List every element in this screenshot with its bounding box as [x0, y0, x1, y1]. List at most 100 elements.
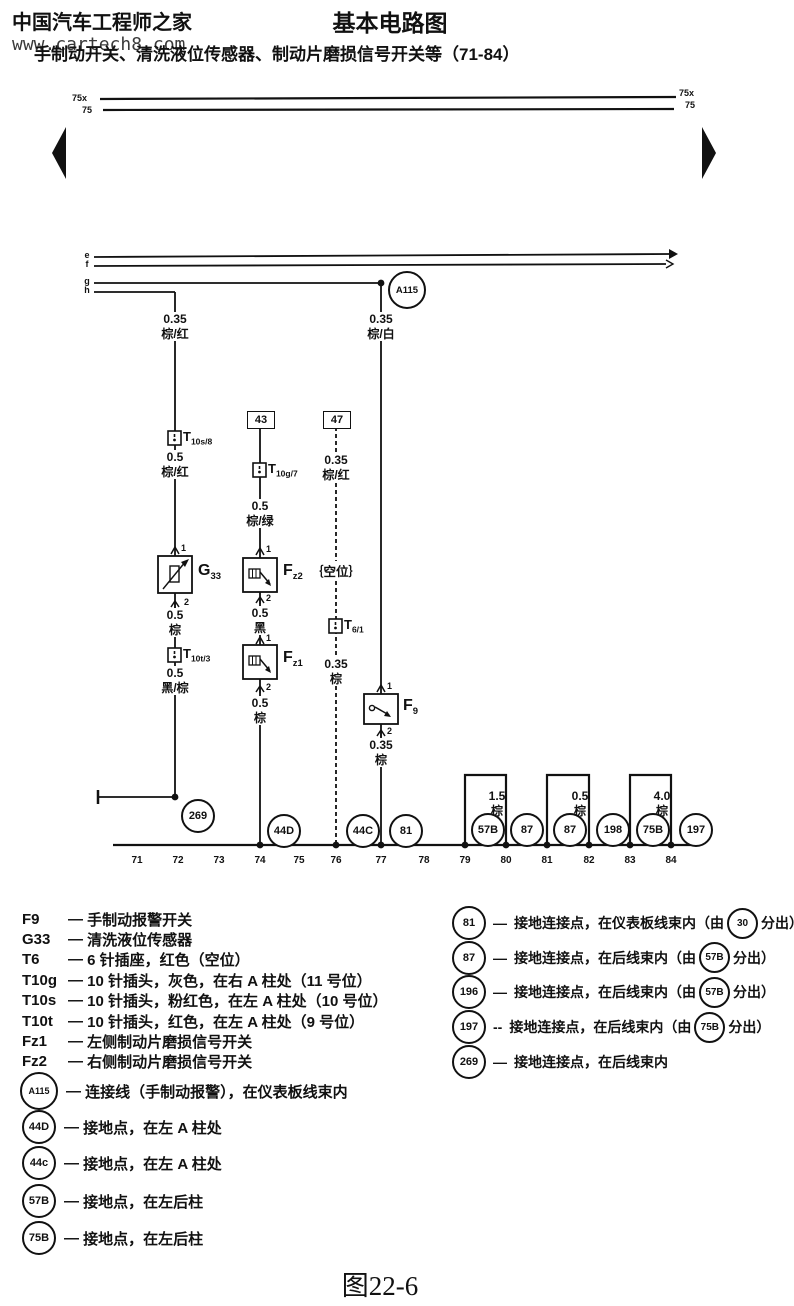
legend-text: 右侧制动片磨损信号开关: [87, 1054, 253, 1072]
legend-text: 手制动报警开关: [87, 911, 193, 929]
wire-size: 0.35: [163, 312, 187, 326]
g33-label: G33: [198, 562, 221, 582]
legend-key: Fz2: [22, 1053, 48, 1071]
legend-item-t10t: T10t— 10 针插头，红色，在左 A 柱处（9 号位）: [22, 1011, 388, 1031]
designator-sub: 10t/3: [190, 653, 211, 664]
legend-key: Fz1: [22, 1033, 48, 1051]
ground-node-87b: 87: [553, 813, 587, 847]
legend-circle: 44c: [22, 1146, 56, 1180]
terminal-76: 76: [330, 855, 342, 866]
designator-sub: z2: [292, 571, 303, 583]
designator-sub: 6/1: [351, 624, 364, 635]
legend-item-87: 87 — 接地连接点，在后线束内（由 57B 分出）: [452, 940, 794, 976]
wire-label-col1-top: 0.35 棕/红: [143, 312, 207, 341]
connector-t61-label: T6/1: [344, 617, 364, 635]
designator-sub: 33: [210, 571, 222, 583]
legend-dash: —: [493, 1053, 507, 1070]
legend-dash: —: [493, 949, 507, 966]
ground-bridge-1: [463, 773, 508, 845]
legend-key: G33: [22, 931, 51, 949]
wire-label-col1-low: 0.5 棕: [143, 608, 207, 637]
wire-size: 0.35: [324, 657, 348, 671]
legend-key: T10s: [22, 992, 57, 1010]
f9-pin2: 2: [387, 726, 393, 736]
legend-ref-circle: 30: [727, 907, 758, 939]
junction-dots: [171, 279, 675, 849]
wire-size: 0.5: [166, 666, 184, 680]
legend-key: F9: [22, 910, 40, 928]
legend-ref-circle: 57B: [699, 942, 730, 974]
f9-label: F9: [403, 697, 418, 717]
wire-label-bridge1: 1.5 棕: [475, 789, 519, 818]
terminal-83: 83: [624, 855, 636, 866]
rail-label-75x-left: 75x: [72, 93, 88, 103]
legend-circle: 44D: [22, 1110, 56, 1144]
connector-t10s8-symbol: [167, 430, 182, 446]
pin-glyphs: [170, 545, 386, 737]
rail-75x-line: [99, 95, 677, 101]
legend-key: T6: [22, 951, 40, 969]
legend-item-t10g: T10g— 10 针插头，灰色，在右 A 柱处（11 号位）: [22, 970, 388, 990]
legend-left: F9— 手制动报警开关 G33— 清洗液位传感器 T6— 6 针插座，红色（空位…: [22, 909, 388, 1072]
legend-text: 接地点，在左 A 柱处: [83, 1119, 222, 1137]
designator-letter: F: [283, 649, 293, 666]
bus-line-f: [93, 263, 667, 267]
terminal-81: 81: [541, 855, 553, 866]
legend-dash: —: [64, 1229, 79, 1247]
designator-sub: 10g/7: [275, 468, 298, 479]
bus-letter-g: g: [84, 276, 90, 286]
bus-letter-f: f: [85, 259, 89, 269]
wire-color: 棕: [329, 671, 342, 686]
wire-label-col2-bot: 0.5 棕: [228, 696, 292, 725]
designator-sub: 9: [412, 706, 419, 718]
page-continue-arrow-right: [702, 127, 716, 179]
connector-t61-symbol: [328, 618, 343, 634]
rail-label-75x-right: 75x: [679, 88, 695, 98]
rail-label-75-left: 75: [82, 105, 93, 115]
terminal-71: 71: [131, 855, 143, 866]
ground-node-44d: 44D: [267, 814, 301, 848]
ref-box-43: 43: [247, 411, 275, 429]
fz2-label: Fz2: [283, 562, 303, 582]
terminal-80: 80: [500, 855, 512, 866]
connector-t10t3-symbol: [167, 647, 182, 663]
connector-t10g7-symbol: [252, 462, 267, 478]
ref-box-47: 47: [323, 411, 351, 429]
bus-e-arrowhead: [669, 249, 678, 259]
legend-item-44d: 44D — 接地点，在左 A 柱处: [22, 1110, 222, 1144]
legend-text: 接地连接点，在后线束内（由: [509, 1019, 692, 1036]
wire-label-col3-bot: 0.35 棕: [304, 657, 368, 686]
legend-text: 接地点，在左后柱: [83, 1230, 204, 1248]
wire-label-col2-low: 0.5 黑: [228, 606, 292, 635]
wire-color: 棕/绿: [246, 513, 274, 528]
wire-label-col4-bot: 0.35 棕: [349, 738, 413, 767]
legend-dash: —: [64, 1118, 79, 1136]
f9-switch-symbol: [363, 693, 399, 725]
legend-dash: —: [68, 951, 83, 969]
legend-circle: 81: [452, 906, 486, 941]
node-a115: A115: [388, 271, 426, 309]
wire-size: 1.5: [488, 789, 506, 803]
page-subtitle: 手制动开关、清洗液位传感器、制动片磨损信号开关等（71-84）: [34, 45, 520, 64]
legend-text: 10 针插头，灰色，在右 A 柱处（11 号位）: [87, 972, 372, 990]
g33-sensor-symbol: [157, 555, 193, 594]
wire-size: 0.5: [251, 606, 269, 620]
ground-node-44c: 44C: [346, 814, 380, 848]
ground-node-81: 81: [389, 814, 423, 848]
legend-dash: —: [68, 1012, 83, 1030]
wire-label-col1-mid: 0.5 棕/红: [143, 450, 207, 479]
legend-item-g33: G33— 清洗液位传感器: [22, 929, 388, 949]
legend-text: 接地连接点，在后线束内（由: [514, 949, 696, 966]
legend-text: 分出）: [733, 949, 775, 966]
legend-circle: 57B: [22, 1184, 56, 1218]
legend-dash: —: [64, 1192, 79, 1210]
legend-dash: —: [493, 984, 507, 1001]
legend-item-197: 197 -- 接地连接点，在后线束内（由 75B 分出）: [452, 1010, 794, 1045]
legend-dash: —: [68, 1053, 83, 1071]
figure-caption: 图22-6: [341, 1271, 419, 1301]
legend-right: 81 — 接地连接点，在仪表板线束内（由 30 分出） 87 — 接地连接点，在…: [452, 906, 794, 1079]
legend-text: 分出）: [728, 1019, 771, 1036]
page-continue-arrow-left: [52, 127, 66, 179]
terminal-79: 79: [459, 855, 471, 866]
